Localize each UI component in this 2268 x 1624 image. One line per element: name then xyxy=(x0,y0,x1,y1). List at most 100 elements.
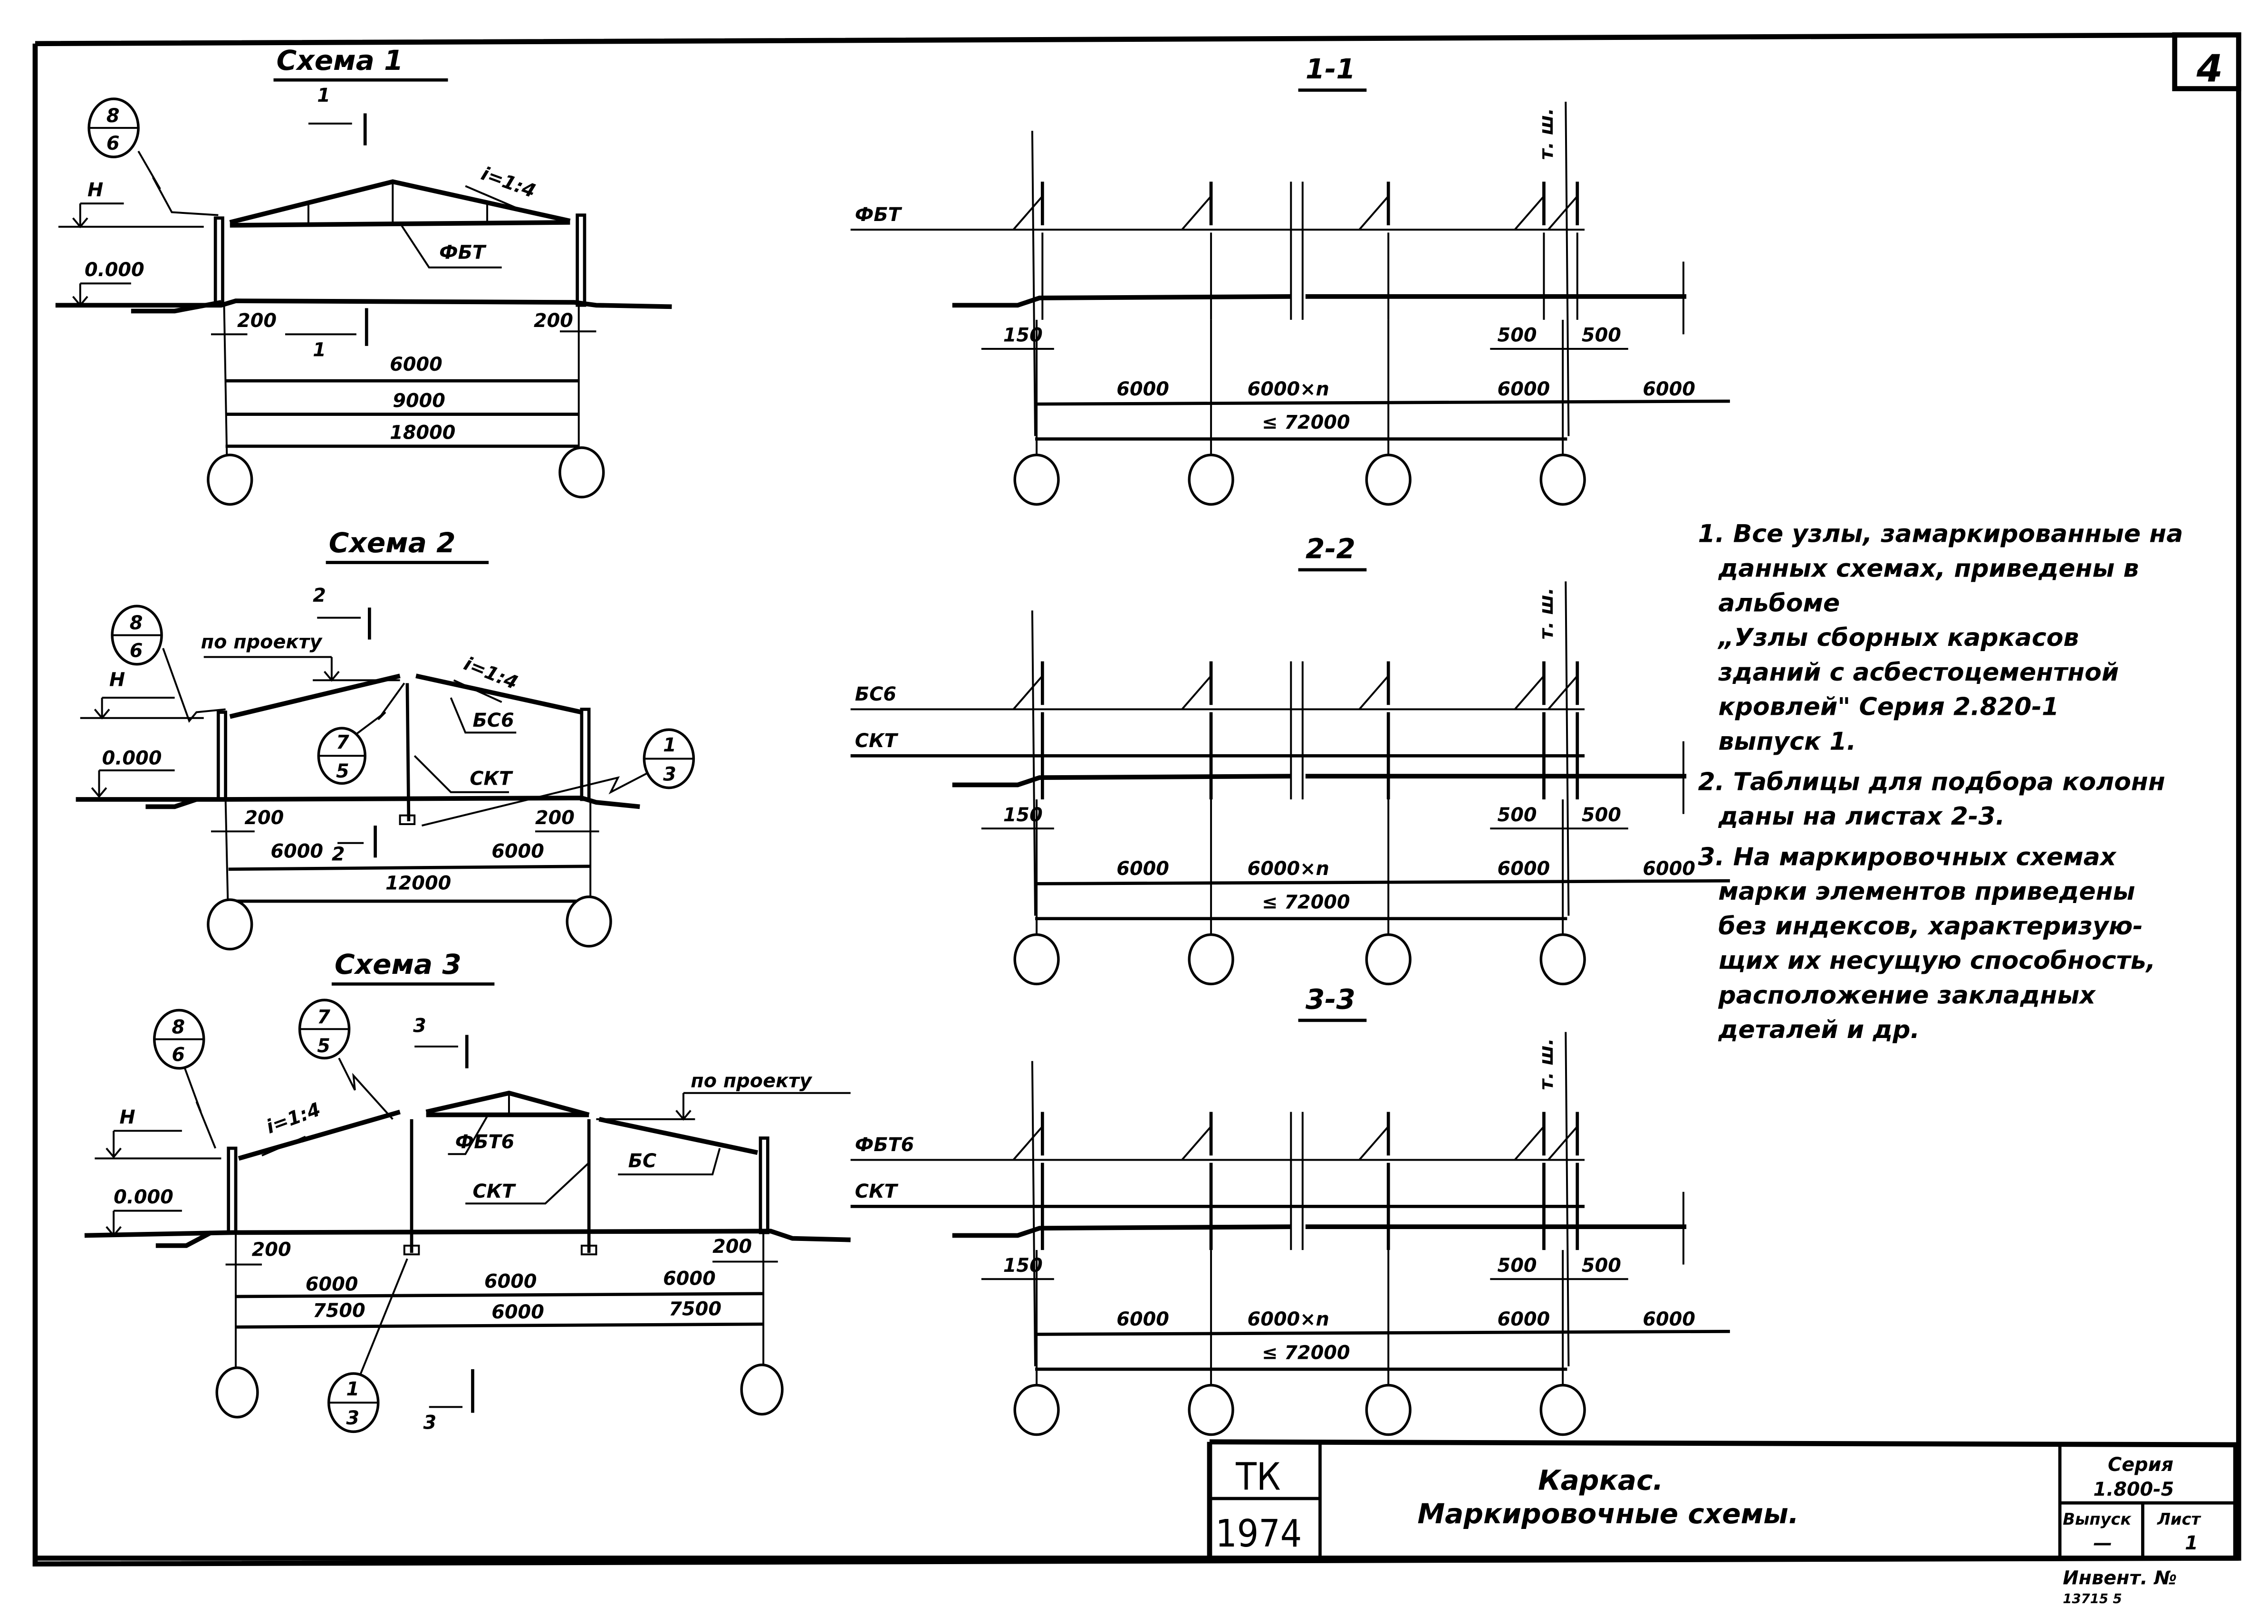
grid-axis-bubble xyxy=(1539,1384,1586,1436)
span-dim: 6000 xyxy=(1498,378,1550,400)
joint-offset-dim: 500 xyxy=(1498,325,1537,346)
span-dim: 6000 xyxy=(306,1274,358,1296)
sheet-number-box xyxy=(2172,32,2241,91)
note-line: щих их несущую способность, xyxy=(1718,947,2155,975)
span-dim: 6000 xyxy=(1498,1308,1550,1330)
beam-label: БС xyxy=(628,1150,656,1172)
span-dim: 6000 xyxy=(663,1268,716,1289)
span-dim: 7500 xyxy=(669,1298,721,1320)
section-mark-top: 3 xyxy=(413,1015,426,1037)
scheme-2: Схема 2 8 6 по проекту 2 H 0.000 7 5 БС xyxy=(76,527,695,951)
title-block: ТК 1974 Каркас. Маркировочные схемы. Сер… xyxy=(35,1439,2239,1606)
span-dim: 6000 xyxy=(1498,858,1550,880)
scheme-1: Схема 1 8 6 1 H 0.000 ФБТ i=1:4 xyxy=(55,44,672,506)
truss-label: ФБТ6 xyxy=(455,1131,515,1153)
note-line: марки элементов приведены xyxy=(1718,877,2135,906)
joint-offset-dim: 500 xyxy=(1582,804,1621,826)
offset-left: 200 xyxy=(244,807,284,829)
inventory-value: 13715 5 xyxy=(2063,1591,2122,1606)
span-dim: 6000 xyxy=(1643,378,1695,400)
drawing-title-line2: Маркировочные схемы. xyxy=(1417,1498,1798,1530)
callout-bottom: 6 xyxy=(172,1044,185,1066)
grid-axis-bubble xyxy=(1013,1384,1060,1436)
grid-axis-bubble xyxy=(1539,453,1586,506)
by-project-label: по проекту xyxy=(201,631,323,653)
grid-axis-bubble xyxy=(1188,933,1234,986)
callout-top: 8 xyxy=(172,1016,185,1038)
slope-label: i=1:4 xyxy=(478,163,538,202)
temperature-joint-label: т. ш. xyxy=(1536,108,1557,160)
span-dim: 6000×n xyxy=(1248,1308,1329,1330)
note-line: 1. Все узлы, замаркированные на xyxy=(1698,520,2183,548)
level-h-label: H xyxy=(119,1106,135,1128)
grid-axis-bubble xyxy=(566,895,612,948)
level-zero-label: 0.000 xyxy=(102,748,162,769)
span-dim: 6000 xyxy=(491,840,544,862)
section-mark-top: 2 xyxy=(313,585,326,606)
span-dim: 6000 xyxy=(1116,378,1169,400)
temperature-joint-label: т. ш. xyxy=(1536,587,1557,639)
temperature-joint-label: т. ш. xyxy=(1536,1038,1557,1090)
stamp-year: 1974 xyxy=(1215,1511,1302,1556)
grid-axis-bubble xyxy=(1365,453,1412,506)
total-dim: 12000 xyxy=(385,873,451,894)
span-dim: 6000 xyxy=(270,840,323,862)
span-dim: 6000×n xyxy=(1248,858,1329,880)
joint-offset-dim: 500 xyxy=(1498,1255,1537,1277)
level-h-label: H xyxy=(87,179,103,201)
member-label: ФБТ6 xyxy=(855,1134,914,1156)
note-line: кровлей" Серия 2.820-1 xyxy=(1718,693,2059,721)
joint-offset-dim: 500 xyxy=(1498,804,1537,826)
span-dim: 6000 xyxy=(1643,1308,1695,1330)
offset-right: 200 xyxy=(535,807,575,829)
level-h-label: H xyxy=(109,669,125,691)
callout-bottom: 3 xyxy=(346,1407,359,1429)
scheme-3: Схема 3 8 6 7 5 3 по проекту H 0.000 xyxy=(84,948,851,1433)
beam-label: БС6 xyxy=(472,710,514,731)
note-line: расположение закладных xyxy=(1718,981,2096,1009)
callout-top: 8 xyxy=(130,612,143,634)
member-label: СКТ xyxy=(855,730,899,752)
member-label: ФБТ xyxy=(855,204,903,226)
callout-bottom: 6 xyxy=(130,640,143,662)
section-title: 2-2 xyxy=(1306,532,1355,565)
callout-bottom: 5 xyxy=(336,760,349,782)
scheme-1-title: Схема 1 xyxy=(277,44,404,77)
span-dim: 6000 xyxy=(1116,858,1169,880)
sheet-number: 4 xyxy=(2196,46,2223,90)
grid-axis-bubble xyxy=(207,898,253,951)
note-line: даны на листах 2-3. xyxy=(1718,802,2005,831)
note-line: зданий с асбестоцементной xyxy=(1718,658,2119,687)
total-length-dim: ≤ 72000 xyxy=(1262,1342,1350,1364)
callout-bottom: 6 xyxy=(106,133,120,154)
grid-axis-bubble xyxy=(558,446,605,499)
section-mark-bottom: 1 xyxy=(313,339,326,361)
grid-axis-bubble xyxy=(1365,1384,1412,1436)
section-title: 1-1 xyxy=(1306,53,1355,85)
note-line: выпуск 1. xyxy=(1718,727,1856,756)
series-value: 1.800-5 xyxy=(2093,1479,2174,1500)
section-mark-top: 1 xyxy=(317,85,330,106)
callout-top: 8 xyxy=(106,105,120,127)
note-line: 2. Таблицы для подбора колонн xyxy=(1698,768,2165,796)
member-label: БС6 xyxy=(855,683,896,705)
grid-axis-bubble xyxy=(207,453,253,506)
sheet-label: Лист xyxy=(2157,1510,2201,1528)
offset-right: 200 xyxy=(712,1236,752,1258)
grid-axis-bubble xyxy=(215,1366,259,1419)
issue-value: — xyxy=(2093,1532,2112,1554)
joint-offset-dim: 500 xyxy=(1582,1255,1621,1277)
member-label: СКТ xyxy=(855,1181,899,1202)
by-project-label: по проекту xyxy=(691,1070,813,1092)
span-dim: 9000 xyxy=(393,390,445,412)
span-dim: 6000 xyxy=(390,354,442,375)
total-length-dim: ≤ 72000 xyxy=(1262,891,1350,913)
offset-left: 200 xyxy=(237,310,277,332)
series-label: Серия xyxy=(2108,1454,2173,1476)
callout-bottom: 3 xyxy=(663,763,676,785)
grid-axis-bubble xyxy=(1539,933,1586,986)
inventory-label: Инвент. № xyxy=(2063,1567,2177,1589)
